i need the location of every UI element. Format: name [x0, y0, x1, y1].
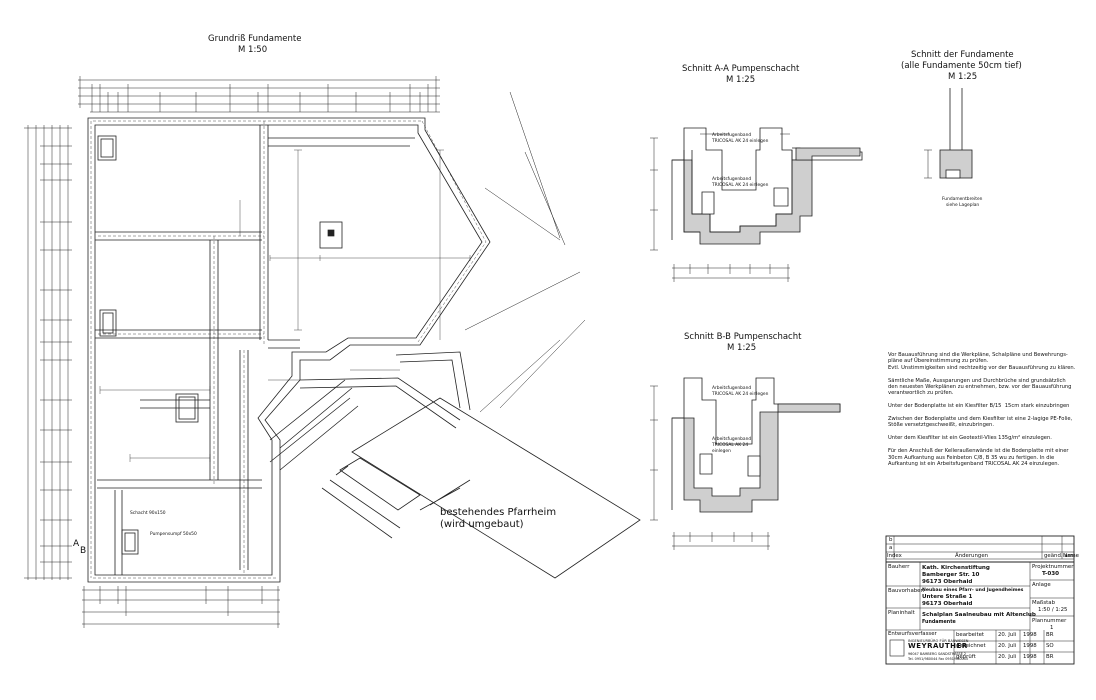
row-geprueft-name: BR — [1046, 654, 1054, 660]
plannummer-label: Plannummer — [1032, 618, 1067, 624]
diagonal-dimensions — [464, 91, 586, 413]
section-aa — [650, 127, 863, 282]
bauherr-line-1: Kath. Kirchenstiftung — [922, 565, 990, 571]
row-gezeichnet-name: SO — [1046, 643, 1054, 649]
existing-building-sublabel: (wird umgebaut) — [440, 519, 524, 530]
section-bb-scale: M 1:25 — [727, 343, 757, 353]
top-dimension-chains — [78, 76, 440, 113]
aa-band-label-2b: TRICOSAL AK 24 einlegen — [712, 183, 769, 188]
bb-band-label-1b: TRICOSAL AK 24 einlegen — [712, 392, 769, 397]
firm-name: WEYRAUTHER — [908, 642, 968, 650]
index-row-a: a — [889, 545, 893, 551]
row-gezeichnet-label: gezeichnet — [956, 643, 986, 649]
aa-band-label-1: Arbeitsfugenband — [712, 133, 752, 138]
projektnummer-label: Projektnummer — [1032, 564, 1074, 570]
row-geprueft-year: 1998 — [1023, 654, 1037, 660]
note-line: 30cm Aufkantung aus Feinbeton C/8, B 35 … — [888, 454, 1055, 461]
entwurf-label: Entwurfsverfasser — [888, 631, 937, 637]
planinhalt-line-1: Schalplan Saalneubau mit Altenclub — [922, 612, 1036, 618]
row-gezeichnet-date: 20. Juli — [998, 643, 1017, 649]
bauherr-label: Bauherr — [888, 564, 910, 570]
plannummer-value: 1 — [1050, 625, 1054, 631]
foundation-note-2: siehe Lageplan — [946, 203, 980, 208]
section-bb — [650, 377, 841, 550]
index-head-index: Index — [887, 553, 902, 559]
row-bearbeitet-date: 20. Juli — [998, 632, 1017, 638]
index-head-name: Name — [1063, 553, 1079, 559]
note-line: den neuesten Werkplänen zu entnehmen, bz… — [888, 384, 1072, 391]
section-marker-a: A — [73, 539, 80, 549]
section-aa-title: Schnitt A-A Pumpenschacht — [682, 64, 800, 74]
note-line: Evtl. Unstimmigkeiten sind rechtzeitig v… — [888, 364, 1076, 371]
anlage-label: Anlage — [1032, 582, 1051, 588]
planinhalt-line-2: Fundamente — [922, 620, 956, 625]
index-head-changes: Änderungen — [955, 553, 989, 559]
bb-band-label-2: Arbeitsfugenband — [712, 437, 752, 442]
note-line: Unter der Bodenplatte ist ein Kiesfilter… — [888, 403, 1070, 410]
section-foundation — [924, 88, 973, 179]
note-line: Stöße versetztgeschweißt, einzubringen. — [888, 422, 994, 429]
general-notes: Vor Bauausführung sind die Werkpläne, Sc… — [888, 352, 1075, 467]
bb-band-label-2c: einlegen — [712, 449, 731, 454]
aa-band-label-2: Arbeitsfugenband — [712, 177, 752, 182]
bauvorhaben-label: Bauvorhaben — [888, 588, 924, 594]
note-line: Sämtliche Maße, Aussparungen und Durchbr… — [888, 377, 1066, 384]
row-bearbeitet-name: BR — [1046, 632, 1054, 638]
section-foundation-scale: M 1:25 — [948, 72, 978, 82]
bauvorhaben-line-3: 96173 Oberhaid — [922, 601, 973, 607]
existing-building-label: bestehendes Pfarrheim — [440, 507, 557, 518]
index-row-b: b — [889, 537, 893, 543]
note-line: Aufkantung ist ein Arbeitsfugenband TRIC… — [888, 460, 1060, 467]
row-geprueft-date: 20. Juli — [998, 654, 1017, 660]
row-bearbeitet-year: 1998 — [1023, 632, 1037, 638]
index-head-date: geänd. am — [1044, 553, 1073, 559]
dashed-centerlines — [90, 120, 487, 579]
massstab-label: Maßstab — [1032, 600, 1055, 606]
projektnummer-value: T-030 — [1042, 571, 1059, 577]
title-block-frame — [885, 535, 1075, 665]
section-foundation-subtitle: (alle Fundamente 50cm tief) — [901, 61, 1022, 71]
foundation-note-1: Fundamentbreiten — [942, 197, 983, 202]
column-pad — [319, 221, 343, 249]
foundation-outline — [87, 117, 491, 583]
note-line: verantwortlich zu prüfen. — [888, 390, 954, 397]
section-aa-scale: M 1:25 — [726, 75, 756, 85]
firm-address: 96047 BAMBERG SANDSTRASSE 2 — [908, 652, 967, 656]
bauvorhaben-line-2: Untere Straße 1 — [922, 594, 973, 600]
bottom-dimension-chains — [82, 586, 280, 628]
interior-dimensions — [99, 149, 471, 462]
plan-shafts — [97, 135, 199, 555]
plan-title: Grundriß Fundamente — [208, 34, 302, 44]
row-gezeichnet-year: 1998 — [1023, 643, 1037, 649]
plan-scale: M 1:50 — [238, 45, 268, 55]
shaft-label: Schacht 90x150 — [130, 511, 166, 516]
section-marker-b: B — [80, 546, 87, 556]
note-line: Vor Bauausführung sind die Werkpläne, Sc… — [888, 352, 1068, 358]
bauvorhaben-line-1: Neubau eines Pfarr- und Jugendheimes — [922, 588, 1024, 593]
note-line: Unter dem Kiesfilter ist ein Geotextil-V… — [888, 435, 1052, 442]
aa-band-label-1b: TRICOSAL AK 24 einlegen — [712, 139, 769, 144]
bb-band-label-1: Arbeitsfugenband — [712, 386, 752, 391]
section-bb-title: Schnitt B-B Pumpenschacht — [684, 332, 802, 342]
row-bearbeitet-label: bearbeitet — [956, 632, 985, 638]
existing-building — [321, 397, 641, 579]
firm-phone: Tel. 0951/980044 Fax 0951/980045 — [908, 657, 968, 661]
note-line: Für den Anschluß der Kelleraußenwände is… — [888, 448, 1069, 455]
section-foundation-title: Schnitt der Fundamente — [911, 50, 1014, 60]
bauherr-line-2: Bamberger Str. 10 — [922, 572, 980, 578]
wing-strips — [269, 351, 471, 471]
left-dimension-chains — [24, 125, 72, 580]
bb-band-label-2b: TRICOSAL AK 24 — [712, 443, 749, 448]
note-line: pläne auf Übereinstimmung zu prüfen. — [888, 358, 989, 365]
bauherr-line-3: 96173 Oberhaid — [922, 579, 973, 585]
note-line: Zwischen der Bodenplatte und dem Kiesfil… — [888, 416, 1073, 423]
planinhalt-label: Planinhalt — [888, 610, 915, 616]
massstab-value: 1:50 / 1:25 — [1038, 607, 1068, 613]
row-geprueft-label: geprüft — [956, 654, 976, 660]
pump-sump-label: Pumpensumpf 50x50 — [150, 532, 197, 537]
firm-line: INGENIEURBÜRO FÜR BAUWESEN — [908, 639, 969, 643]
